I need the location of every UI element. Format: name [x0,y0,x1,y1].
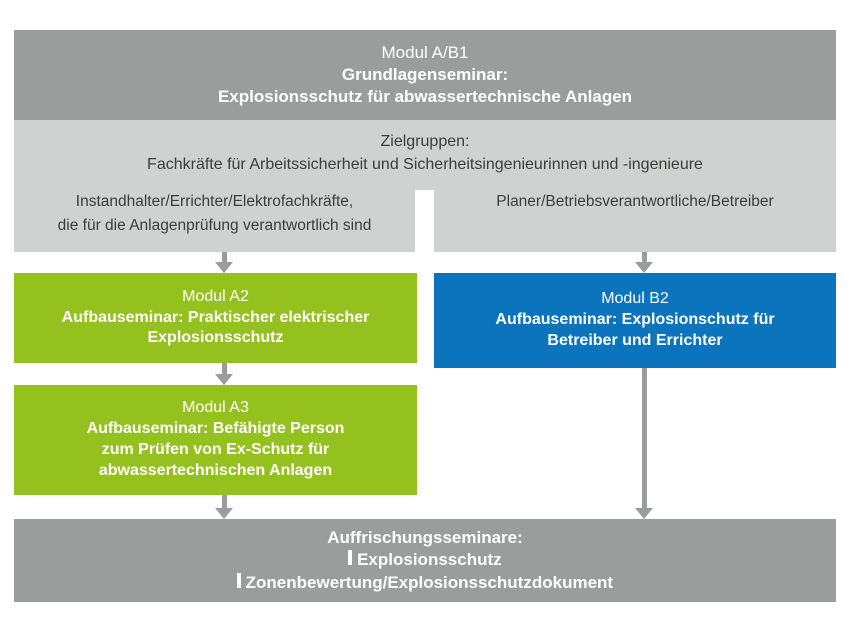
bullet-icon [348,550,353,566]
refresher-seminars-box: Auffrischungsseminare: Explosionsschutz … [14,519,836,602]
arrow-shaft [641,252,647,262]
audience-right-box: Planer/Betriebsverantwortliche/Betreiber [434,190,836,252]
refresher-item-1-row: Explosionsschutz [14,549,836,571]
arrow-shaft [221,363,227,374]
module-a2-box: Modul A2 Aufbauseminar: Praktischer elek… [14,273,417,363]
target-groups-heading: Zielgruppen: [380,133,470,150]
audience-left-box: Instandhalter/Errichter/Elektrofachkräft… [14,190,415,252]
refresher-item-2-row: Zonenbewertung/Explosionsschutzdokument [14,572,836,594]
module-b2-line1: Modul B2 [601,290,669,308]
refresher-heading: Auffrischungsseminare: [327,528,523,548]
arrow-down-icon-ab1-to-a2 [215,252,233,273]
arrow-down-icon-a3-to-refresher [215,495,233,519]
audience-left-line2: die für die Anlagenprüfung verantwortlic… [57,217,372,235]
module-a3-line3: zum Prüfen von Ex-Schutz für [101,441,330,458]
module-a3-line4: abwassertechnischen Anlagen [98,461,333,479]
arrow-head [215,374,233,385]
refresher-item-2: Zonenbewertung/Explosionsschutzdokument [245,572,614,592]
target-groups-subheading: Fachkräfte für Arbeitssicherheit und Sic… [147,156,703,174]
arrow-head [635,262,653,273]
module-a2-line1: Modul A2 [182,287,249,305]
module-a3-box: Modul A3 Aufbauseminar: Befähigte Person… [14,385,417,495]
audience-left-line1: Instandhalter/Errichter/Elektrofachkräft… [75,193,354,210]
module-a2-line3: Explosionsschutz [147,329,284,347]
arrow-down-icon-ab1-to-b2 [635,252,653,273]
arrow-shaft [221,495,227,508]
module-ab1-line2: Grundlagenseminar: [341,64,509,84]
module-b2-line3: Betreiber und Errichter [547,331,723,349]
refresher-item-1: Explosionsschutz [357,550,502,570]
arrow-head [215,508,233,519]
arrow-shaft [221,252,227,262]
module-b2-box: Modul B2 Aufbauseminar: Explosionschutz … [434,273,836,368]
module-ab1-box: Modul A/B1 Grundlagenseminar: Explosions… [14,30,836,120]
module-a3-line2: Aufbauseminar: Befähigte Person [86,420,345,438]
module-ab1-line1: Modul A/B1 [381,42,469,62]
target-groups-box: Zielgruppen: Fachkräfte für Arbeitssiche… [14,120,836,252]
audience-right-line1: Planer/Betriebsverantwortliche/Betreiber [496,193,774,210]
arrow-head [215,262,233,273]
arrow-down-icon-b2-to-refresher [635,368,653,519]
module-ab1-line3: Explosionsschutz für abwassertechnische … [217,87,633,107]
module-a3-line1: Modul A3 [182,399,249,417]
module-b2-line2: Aufbauseminar: Explosionschutz für [495,311,775,329]
target-groups-heading-block: Zielgruppen: Fachkräfte für Arbeitssiche… [14,130,836,176]
bullet-icon [236,572,241,588]
audience-separator [415,190,434,252]
arrow-shaft [641,368,647,508]
module-a2-line2: Aufbauseminar: Praktischer elektrischer [61,308,370,326]
arrow-down-icon-a2-to-a3 [215,363,233,385]
arrow-head [635,508,653,519]
